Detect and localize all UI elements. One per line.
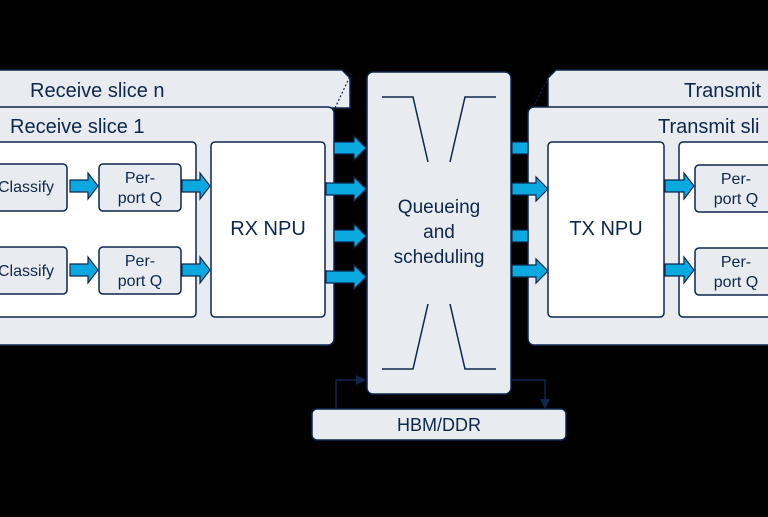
rx-perport-top-line2: port Q — [118, 190, 162, 207]
arrow-memory-to-queue — [335, 375, 366, 408]
arrow-rx-to-queue-1 — [333, 134, 367, 162]
receive-slice-n-label: Receive slice n — [30, 80, 165, 102]
arrow-queue-to-tx-4 — [511, 257, 549, 285]
tx-perport-q-top: Per- port Q — [694, 164, 768, 213]
tx-npu-box: TX NPU — [547, 141, 665, 318]
arrow-queue-to-tx-2 — [511, 175, 549, 203]
arrow-txnpu-to-perport-bottom — [664, 255, 695, 285]
arrow-rx-to-queue-2 — [325, 175, 367, 203]
hbm-ddr-box: HBM/DDR — [311, 408, 567, 441]
arrow-perport-to-rxnpu-top — [181, 171, 211, 201]
funnel-bottom-right — [449, 303, 496, 370]
tx-perport-bottom-line1: Per- — [721, 254, 751, 271]
tx-perport-bottom-line2: port Q — [714, 274, 758, 291]
arrow-rx-to-queue-3 — [333, 222, 367, 250]
transmit-slice-n-panel: Transmit — [532, 69, 768, 109]
queueing-line1: Queueing — [398, 197, 480, 218]
arrow-classify-to-perport-bottom — [69, 255, 99, 285]
hbm-ddr-label: HBM/DDR — [397, 415, 481, 435]
classify-bottom-label: Classify — [0, 263, 54, 280]
rx-to-queue-arrows — [325, 134, 367, 291]
funnel-top-right — [449, 96, 496, 163]
arrow-rx-to-queue-4 — [325, 263, 367, 291]
rx-perport-bottom-line1: Per- — [125, 253, 155, 270]
queueing-line3: scheduling — [394, 247, 485, 268]
classify-box-bottom: Classify — [0, 246, 68, 295]
funnel-top-left — [382, 96, 429, 163]
classify-box-top: Classify — [0, 163, 68, 212]
arrow-queue-to-memory — [512, 379, 550, 409]
arrow-perport-to-rxnpu-bottom — [181, 255, 211, 285]
queueing-line2: and — [423, 222, 455, 243]
receive-slice-n-panel: Receive slice n — [0, 69, 353, 109]
rx-npu-label: RX NPU — [230, 218, 306, 240]
transmit-slice-n-label: Transmit — [684, 80, 761, 102]
transmit-slice-1-label: Transmit sli — [658, 116, 759, 138]
rx-perport-q-bottom: Per- port Q — [98, 246, 182, 295]
queueing-scheduling-box: Queueing and scheduling — [366, 71, 512, 395]
arrow-txnpu-to-perport-top — [664, 171, 695, 201]
rx-perport-q-top: Per- port Q — [98, 163, 182, 212]
funnel-bottom-left — [382, 303, 429, 370]
queue-to-tx-arrows — [511, 141, 549, 285]
classify-top-label: Classify — [0, 179, 54, 196]
tx-perport-top-line2: port Q — [714, 191, 758, 208]
tx-npu-label: TX NPU — [569, 218, 642, 240]
tx-perport-top-line1: Per- — [721, 171, 751, 188]
receive-slice-1-label: Receive slice 1 — [10, 116, 145, 138]
rx-npu-box: RX NPU — [210, 141, 326, 318]
rx-perport-top-line1: Per- — [125, 170, 155, 187]
arrow-queue-to-tx-3 — [511, 229, 529, 243]
rx-perport-bottom-line2: port Q — [118, 273, 162, 290]
arrow-classify-to-perport-top — [69, 171, 99, 201]
arrow-queue-to-tx-1 — [511, 141, 529, 155]
tx-perport-q-bottom: Per- port Q — [694, 247, 768, 296]
